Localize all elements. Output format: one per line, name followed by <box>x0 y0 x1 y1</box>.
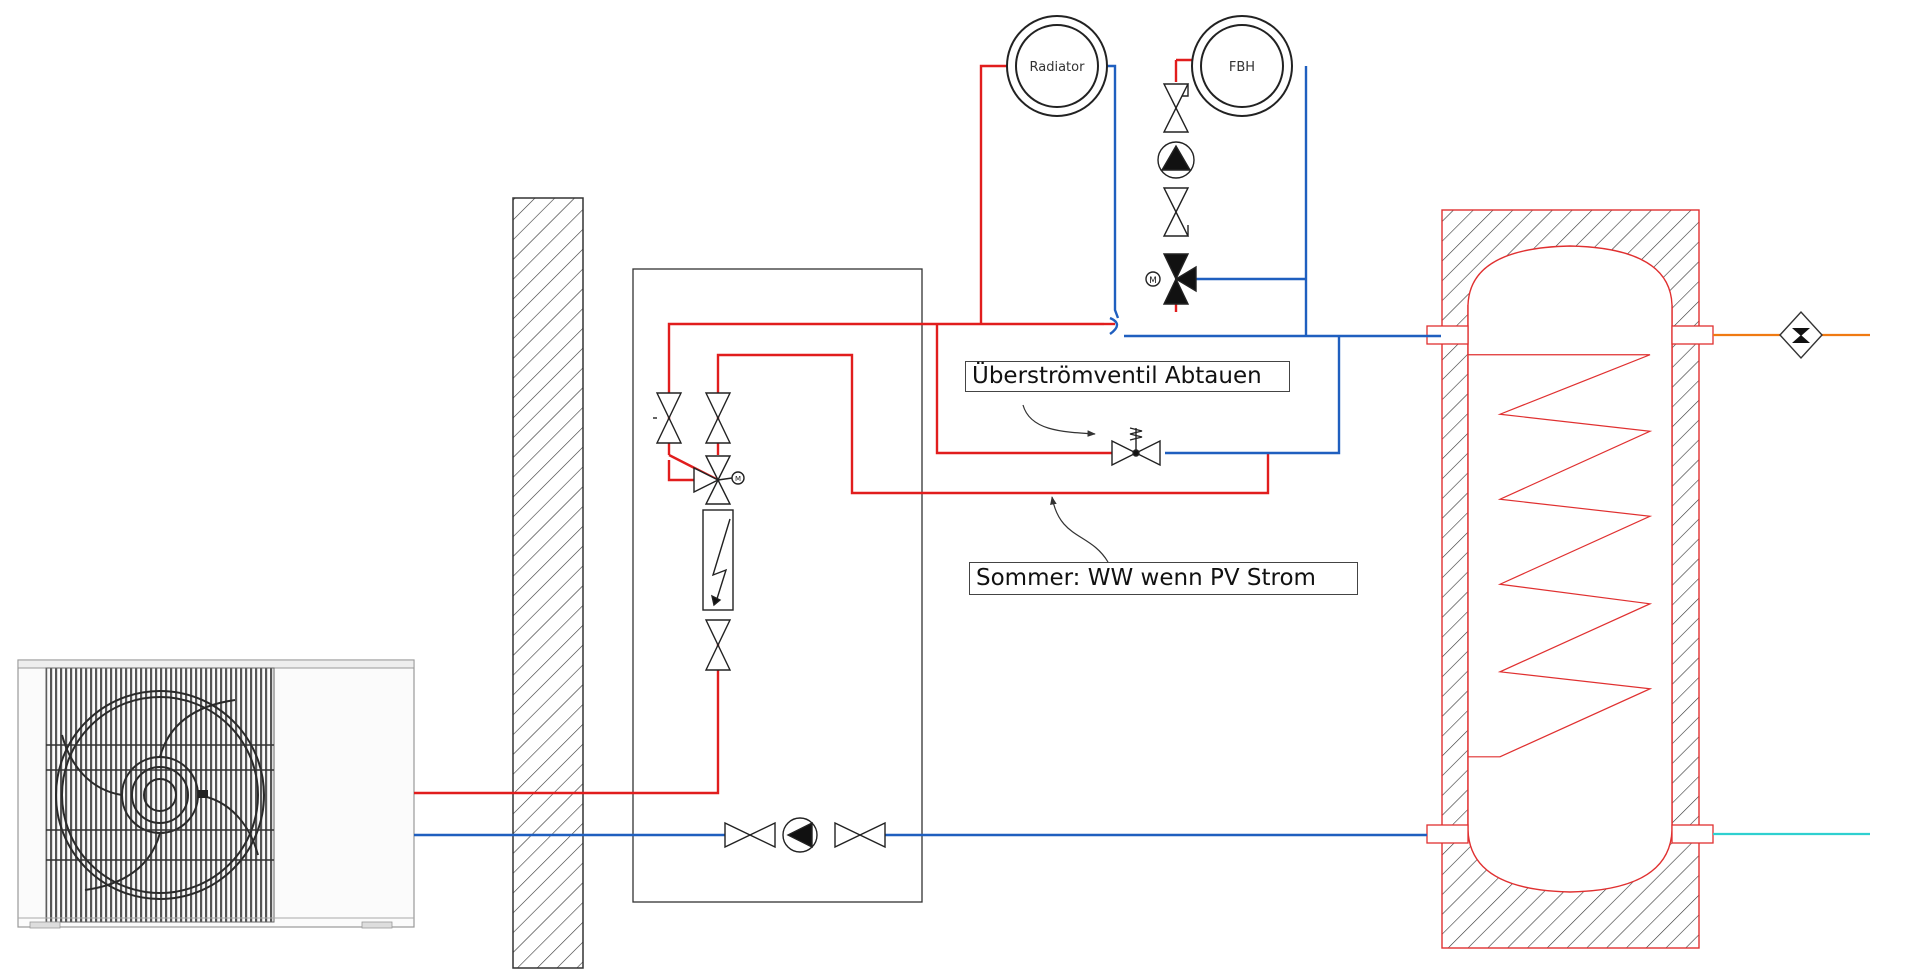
mixing-valve-icon <box>1145 253 1197 305</box>
circulation-pump-icon <box>1157 141 1195 179</box>
overflow-callout-arrow <box>1022 404 1096 437</box>
shutoff-valve-icon <box>1162 83 1190 133</box>
return-pipes <box>414 64 1441 837</box>
shutoff-valve-icon <box>704 619 732 671</box>
summer-callout-arrow <box>1050 496 1109 563</box>
fan-icon <box>46 690 274 900</box>
radiator-label: Radiator <box>1030 60 1086 75</box>
indoor-hydraulic-module <box>632 268 923 903</box>
three-way-valve-icon <box>693 455 745 505</box>
summer-hot-water-note: Sommer: WW wenn PV Strom <box>969 562 1358 595</box>
shutoff-valve-icon <box>834 821 886 849</box>
motor-label: M <box>1149 276 1157 286</box>
floor-heating-label: FBH <box>1229 60 1255 75</box>
hot-water-outlet <box>1713 310 1870 360</box>
shutoff-valve-icon <box>653 392 683 444</box>
building-wall <box>512 197 584 969</box>
hot-water-storage-tank <box>1426 209 1714 949</box>
radiator-circuit: Radiator <box>1006 15 1108 117</box>
circulation-pump-icon <box>782 817 818 853</box>
electric-heater-icon <box>702 509 734 611</box>
motor-label: M <box>735 475 741 483</box>
heating-circuit-components <box>1145 83 1197 305</box>
heat-exchanger-coil <box>1468 354 1653 758</box>
indoor-components <box>653 392 1161 853</box>
overflow-valve-icon <box>1111 427 1161 467</box>
floor-heating-circuit: FBH <box>1191 15 1293 117</box>
shutoff-valve-icon <box>704 392 732 444</box>
heat-pump-outdoor-unit <box>17 659 415 929</box>
overflow-valve-label: Überströmventil Abtauen <box>965 361 1290 392</box>
shutoff-valve-icon <box>1162 187 1190 237</box>
shutoff-valve-icon <box>724 821 776 849</box>
